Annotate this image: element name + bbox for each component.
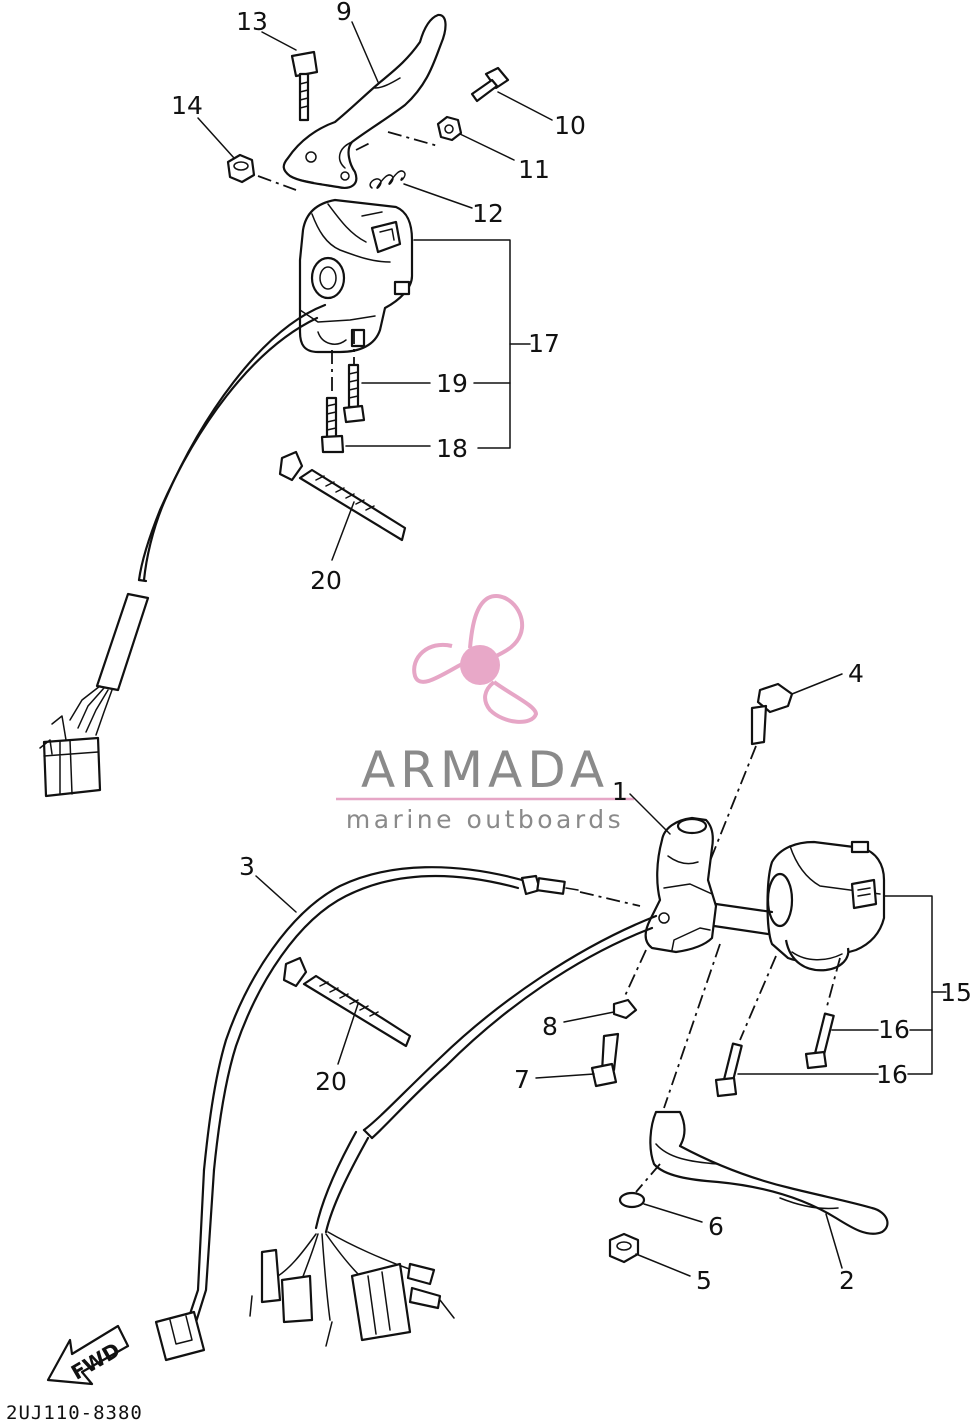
callout-20-upper: 20: [310, 566, 342, 595]
callout-13: 13: [236, 7, 268, 36]
bolt-4: [750, 682, 794, 746]
callout-8: 8: [542, 1012, 558, 1041]
handlebar-tube: [712, 902, 774, 936]
screw-16a: [804, 1012, 835, 1070]
callout-20-lower: 20: [315, 1067, 347, 1096]
callout-16-lower: 16: [876, 1060, 908, 1089]
nut-11: [436, 115, 463, 142]
callout-7: 7: [514, 1065, 530, 1094]
lower-wire-harness: [249, 914, 658, 1347]
align-line: [703, 745, 757, 877]
callout-17: 17: [528, 329, 560, 358]
cable-tie-lower: [282, 956, 412, 1048]
upper-wire-harness: [39, 303, 327, 798]
leader-4: [791, 673, 843, 695]
watermark-logo: ARMADA marine outboards: [336, 594, 634, 834]
callout-18: 18: [436, 434, 468, 463]
leader-2: [825, 1213, 843, 1269]
leader-3: [255, 875, 297, 913]
callout-15: 15: [940, 978, 970, 1007]
leader-10: [497, 91, 553, 121]
leader-1: [629, 793, 671, 835]
callout-10: 10: [554, 111, 586, 140]
align-line: [623, 949, 647, 999]
nut-5: [608, 1232, 640, 1264]
leader-12: [403, 183, 473, 209]
leader-6: [643, 1203, 703, 1223]
lower-cable: [154, 866, 579, 1362]
locknut: [226, 153, 256, 184]
align-line: [579, 891, 641, 907]
washer-8: [612, 998, 638, 1020]
callout-14: 14: [171, 91, 203, 120]
align-line: [387, 131, 439, 147]
callout-1: 1: [612, 777, 628, 806]
spring-12: [369, 170, 406, 189]
cable-tie-upper: [278, 450, 407, 542]
callout-4: 4: [848, 659, 864, 688]
align-line: [257, 175, 297, 191]
align-line: [635, 1163, 661, 1193]
fwd-arrow-icon: FWD: [46, 1324, 130, 1386]
align-line: [739, 955, 777, 1041]
leader-14: [197, 117, 235, 159]
callout-11: 11: [518, 155, 550, 184]
callout-2: 2: [839, 1266, 855, 1295]
align-line: [663, 943, 721, 1109]
screw-16b: [714, 1042, 743, 1098]
align-line: [355, 141, 373, 151]
bracket-17: [413, 239, 511, 449]
callout-12: 12: [472, 199, 504, 228]
leader-11: [459, 133, 515, 161]
propeller-icon: [412, 594, 539, 724]
bolt-10: [470, 66, 510, 103]
lower-lever: [649, 1110, 889, 1235]
brand-tagline: marine outboards: [346, 805, 624, 834]
screw-18: [320, 396, 345, 454]
leader-5: [635, 1253, 691, 1277]
upper-lever: [282, 13, 447, 189]
bolt-7: [590, 1032, 620, 1088]
callout-6: 6: [708, 1212, 724, 1241]
leader-7: [535, 1073, 595, 1079]
leader-13: [261, 31, 297, 51]
leader-8: [563, 1011, 615, 1023]
callout-16-upper: 16: [878, 1015, 910, 1044]
callout-3: 3: [239, 852, 255, 881]
screw-19: [342, 363, 366, 424]
lever-holder: [644, 816, 718, 954]
align-line: [825, 957, 841, 1011]
brand-name: ARMADA: [361, 741, 609, 799]
bracket-15: [883, 895, 933, 1075]
callout-5: 5: [696, 1266, 712, 1295]
align-line: [299, 179, 331, 187]
upper-switch-housing: [298, 198, 414, 354]
callout-19: 19: [436, 369, 468, 398]
lower-switch-housing: [766, 840, 886, 972]
leader-20: [331, 501, 355, 561]
figure-code: 2UJ110-8380: [6, 1402, 143, 1424]
callout-9: 9: [336, 0, 352, 26]
leader-20: [337, 1003, 359, 1065]
leader-9: [351, 21, 379, 83]
washer-6: [618, 1191, 646, 1209]
pivot-bolt: [290, 50, 319, 122]
